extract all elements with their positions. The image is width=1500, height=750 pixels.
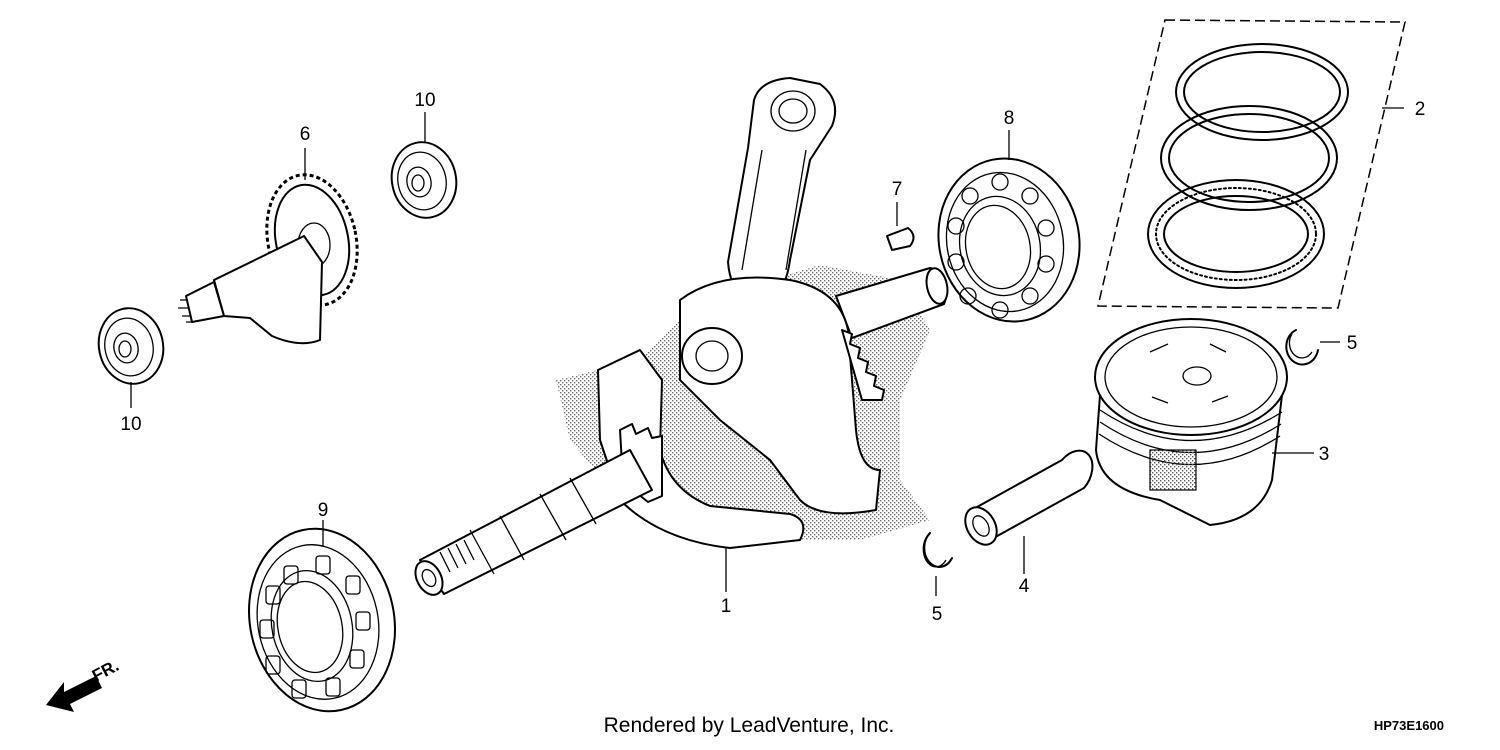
callout-5-lower: 5 — [932, 604, 943, 625]
callout-2: 2 — [1415, 99, 1426, 120]
piston-part[interactable] — [1094, 318, 1288, 526]
callout-8: 8 — [1004, 108, 1015, 129]
callout-1: 1 — [721, 596, 732, 617]
front-arrow-icon — [46, 676, 102, 712]
leader-lines — [130, 107, 1404, 596]
piston-pin-clip-upper[interactable] — [1285, 329, 1319, 366]
balancer-shaft-part[interactable] — [178, 166, 369, 345]
woodruff-key-part[interactable] — [886, 227, 915, 251]
bearing-10-lower-part[interactable] — [92, 302, 170, 390]
bearing-8-part[interactable] — [923, 145, 1094, 335]
piston-rings-part[interactable] — [1097, 19, 1406, 309]
crankshaft-assembly-part[interactable] — [410, 77, 951, 600]
piston-pin-clip-lower[interactable] — [922, 532, 953, 568]
callout-4: 4 — [1019, 576, 1030, 597]
render-credit: Rendered by LeadVenture, Inc. — [604, 714, 895, 737]
callout-10-lower: 10 — [120, 414, 141, 435]
callout-7: 7 — [892, 179, 903, 200]
front-direction-marker: FR. — [46, 656, 122, 712]
bearing-10-upper-part[interactable] — [385, 136, 463, 224]
callout-10-upper: 10 — [414, 90, 435, 111]
callout-5-upper: 5 — [1347, 333, 1358, 354]
diagram-code: HP73E1600 — [1374, 718, 1444, 733]
callout-3: 3 — [1319, 444, 1330, 465]
bearing-9-part[interactable] — [232, 515, 411, 725]
callout-6: 6 — [300, 124, 311, 145]
piston-pin-part[interactable] — [959, 449, 1094, 551]
callout-9: 9 — [318, 500, 329, 521]
